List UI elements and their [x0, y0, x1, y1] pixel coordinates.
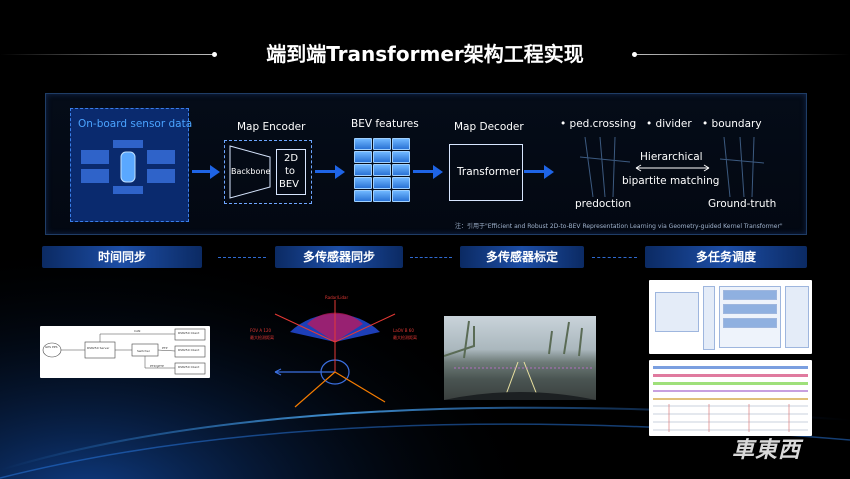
step-multi-sensor-sync: 多传感器同步 — [275, 246, 403, 268]
schedule-flow-diagram — [649, 280, 812, 354]
ts-switch-label: Switcher — [137, 349, 150, 353]
ts-can-label: CAN — [134, 329, 141, 333]
ts-ptp-label: PTP — [162, 346, 168, 350]
output-label-boundary: • boundary — [702, 118, 762, 130]
citation-text: 注：引用于"Efficient and Robust 2D-to-BEV Rep… — [455, 223, 783, 230]
sensor-camera-grid-icon — [81, 140, 175, 194]
title-dot-right — [632, 52, 637, 57]
fov-left-label-1: FOV A 120 — [250, 328, 272, 333]
time-sync-lines — [42, 328, 206, 375]
double-arrow-icon — [635, 164, 710, 172]
arrow-4 — [524, 170, 546, 173]
time-sync-diagram — [40, 326, 210, 378]
transformer-label: Transformer — [457, 166, 521, 178]
title-dot-left — [212, 52, 217, 57]
step-time-sync: 时间同步 — [42, 246, 202, 268]
prediction-label: predoction — [575, 198, 632, 210]
sensor-label: On-board sensor data — [78, 118, 193, 130]
fov-right-label-1: LaOV B 60 — [393, 328, 414, 333]
page-title: 端到端Transformer架构工程实现 — [266, 42, 584, 66]
ts-client-2: RS8250 Client — [178, 348, 200, 352]
schedule-timeline-chart — [649, 360, 812, 436]
ts-ptp2-label: PTP/gPTP — [150, 364, 164, 368]
step-multi-sensor-calib: 多传感器标定 — [460, 246, 584, 268]
map-prediction-sketch — [579, 137, 631, 197]
bev-feature-cubes — [354, 138, 412, 210]
backbone-trapezoid — [229, 145, 271, 199]
bev-label: BEV features — [351, 118, 419, 130]
arrowhead-3 — [433, 165, 443, 179]
view-label-3: BEV — [279, 179, 300, 190]
hierarchical-label: Hierarchical — [640, 151, 703, 163]
watermark-logo: 車東西 — [732, 438, 802, 463]
arrow-2 — [315, 170, 337, 173]
arrowhead-2 — [335, 165, 345, 179]
arrow-3 — [413, 170, 435, 173]
ts-client-1: RS8250 Client — [178, 331, 200, 335]
ts-gps-label: GPS PPS — [45, 345, 58, 349]
output-label-divider: • divider — [646, 118, 692, 130]
fov-left-label-2: 最大检测距离 — [250, 335, 274, 340]
arrow-1 — [192, 170, 212, 173]
calibration-road-image — [444, 316, 596, 400]
view-label-2: to — [285, 166, 296, 177]
arrowhead-1 — [210, 165, 220, 179]
transformer-box — [449, 144, 523, 201]
arrowhead-4 — [544, 165, 554, 179]
map-groundtruth-sketch — [719, 137, 765, 197]
step-multi-task-schedule: 多任务调度 — [645, 246, 807, 268]
title-line-left — [0, 54, 212, 55]
title-line-right — [636, 54, 850, 55]
step-connector-2 — [410, 257, 452, 258]
step-connector-3 — [592, 257, 637, 258]
output-label-ped: • ped.crossing — [560, 118, 637, 130]
view-transform-box — [276, 149, 306, 195]
step-connector-1 — [218, 257, 266, 258]
groundtruth-label: Ground-truth — [708, 198, 777, 210]
ts-server-label: RS8250 Server — [87, 346, 110, 350]
backbone-label: Backbone — [231, 167, 271, 176]
encoder-label: Map Encoder — [237, 121, 306, 133]
encoder-box — [224, 140, 312, 204]
fov-top-label: Radar/Lidar — [325, 295, 349, 300]
ts-client-3: RS8250 Client — [178, 365, 200, 369]
bipartite-label: bipartite matching — [622, 175, 720, 187]
decoder-label: Map Decoder — [454, 121, 524, 133]
sensor-fov-diagram — [274, 300, 396, 408]
fov-right-label-2: 最大检测距离 — [393, 335, 417, 340]
view-label-1: 2D — [284, 153, 299, 164]
